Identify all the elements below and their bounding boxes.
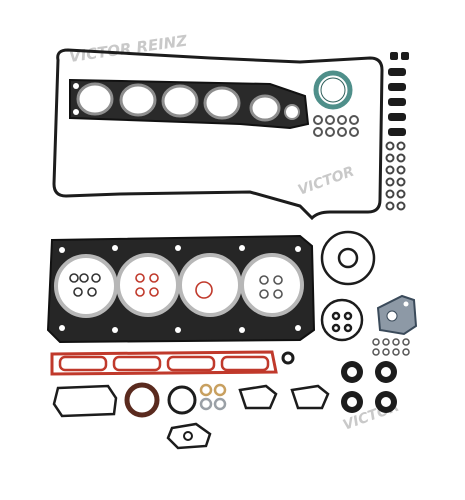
exhaust-manifold-gasket: [50, 350, 278, 376]
small-flange-gaskets: [238, 384, 330, 410]
crankshaft-seals: [124, 382, 197, 418]
thermostat-gasket: [320, 298, 364, 342]
small-o-rings-top: [313, 115, 359, 137]
sealing-washers: [199, 383, 227, 411]
flange-gasket-bottom: [166, 422, 212, 450]
small-o-rings-right: [385, 141, 406, 211]
timing-cover-gasket: [320, 230, 376, 286]
bore-seal-sets: [69, 273, 283, 299]
small-seal: [281, 351, 295, 365]
watermark-top: VICTOR REINZ: [68, 31, 189, 66]
valve-cover-gasket: [52, 48, 384, 221]
valve-stem-seals: [388, 52, 409, 136]
small-o-rings-mid: [372, 338, 410, 356]
watermark-right: VICTOR: [296, 164, 357, 199]
intake-manifold-gasket: [69, 78, 310, 130]
flange-gasket-left: [52, 384, 118, 418]
cylinder-head-gasket: [46, 234, 316, 344]
shaft-seals: [341, 361, 397, 413]
exhaust-port-outlines: [58, 355, 270, 372]
teal-seal-ring: [313, 70, 353, 110]
